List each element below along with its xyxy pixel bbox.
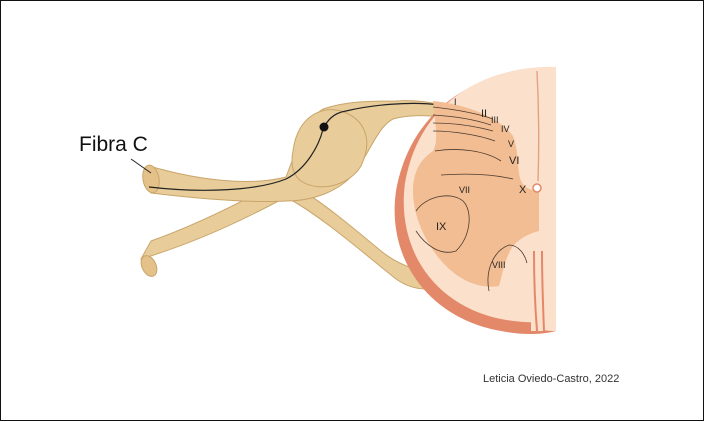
lamina-label-v: V [508, 139, 514, 149]
dorsal-root-ganglion [292, 110, 367, 187]
neuron-cell-body [320, 123, 329, 132]
lamina-label-iii: III [491, 115, 499, 125]
lamina-label-iv: IV [501, 124, 510, 134]
lamina-label-ix: IX [436, 221, 447, 233]
central-canal [533, 184, 541, 192]
lamina-label-i: I [454, 97, 457, 107]
lamina-label-x: X [519, 184, 527, 196]
ventral-root-cut-end [138, 253, 160, 279]
lamina-label-ii: II [481, 108, 487, 120]
credit-text: Leticia Oviedo-Castro, 2022 [483, 373, 619, 385]
fiber-label: Fibra C [79, 133, 148, 156]
lamina-label-vii: VII [459, 185, 470, 195]
lamina-label-vi: VI [509, 155, 519, 167]
lamina-label-viii: VIII [492, 260, 506, 270]
